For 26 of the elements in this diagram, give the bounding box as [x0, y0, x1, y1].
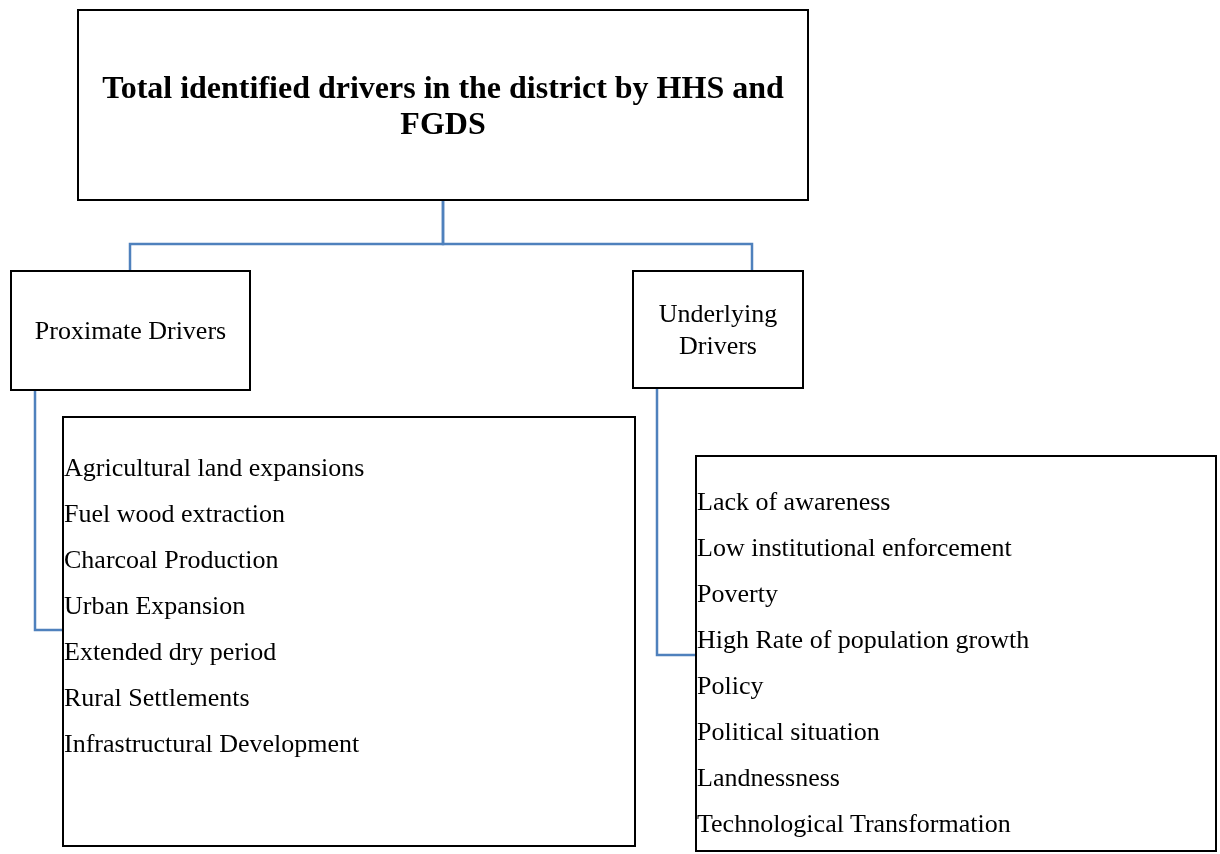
category-label: Underlying Drivers — [657, 297, 779, 362]
connector-line — [441, 201, 754, 270]
list-item: Urban Expansion — [64, 590, 247, 622]
list-item: Charcoal Production — [64, 544, 280, 576]
list-item: Political situation — [697, 716, 881, 748]
title-box — [77, 9, 809, 201]
list-item: High Rate of population growth — [697, 624, 1031, 656]
list-item: Agricultural land expansions — [64, 452, 366, 484]
list-item: Lack of awareness — [697, 486, 892, 518]
list-item: Landnessness — [697, 762, 841, 794]
list-item: Extended dry period — [64, 636, 278, 668]
list-box — [62, 416, 636, 847]
title-text: Total identified drivers in the district by HHS and FGDS — [101, 69, 785, 141]
list-item: Policy — [697, 670, 765, 702]
connector-line — [655, 389, 695, 657]
connector-line — [33, 391, 62, 632]
category-box — [10, 270, 251, 391]
list-item: Infrastructural Development — [64, 728, 361, 760]
list-item: Poverty — [697, 578, 779, 610]
list-box — [695, 455, 1217, 852]
list-item: Low institutional enforcement — [697, 532, 1013, 564]
list-item: Rural Settlements — [64, 682, 251, 714]
list-item: Fuel wood extraction — [64, 498, 286, 530]
category-label: Proximate Drivers — [34, 314, 227, 347]
list-item: Technological Transformation — [697, 808, 1012, 840]
category-box — [632, 270, 804, 389]
